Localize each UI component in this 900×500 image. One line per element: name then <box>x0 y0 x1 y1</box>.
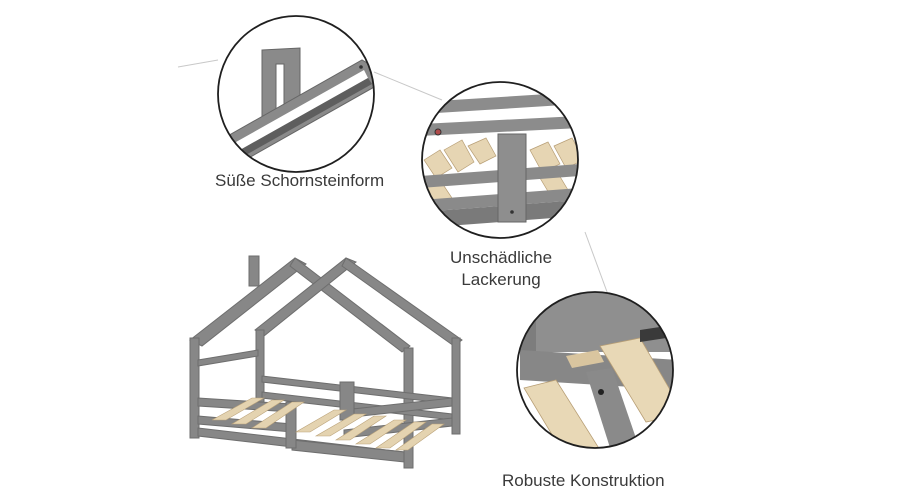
label-lacquer-line1: Unschädliche <box>450 248 553 267</box>
gate-post <box>339 381 355 421</box>
label-construction-text: Robuste Konstruktion <box>502 471 665 490</box>
chimney <box>248 255 260 287</box>
label-chimney-text: Süße Schornsteinform <box>215 171 385 190</box>
label-lacquer: Unschädliche Lackerung <box>450 247 552 291</box>
label-lacquer-line2: Lackerung <box>461 270 541 289</box>
detail-lacquer <box>421 81 579 239</box>
detail-construction <box>516 291 674 449</box>
connector-lines <box>177 59 611 301</box>
label-construction: Robuste Konstruktion <box>502 470 665 492</box>
label-chimney-shape: Süße Schornsteinform <box>215 170 384 192</box>
bed-slats <box>211 397 445 451</box>
house-bed <box>189 255 463 469</box>
detail-chimney <box>217 15 375 173</box>
